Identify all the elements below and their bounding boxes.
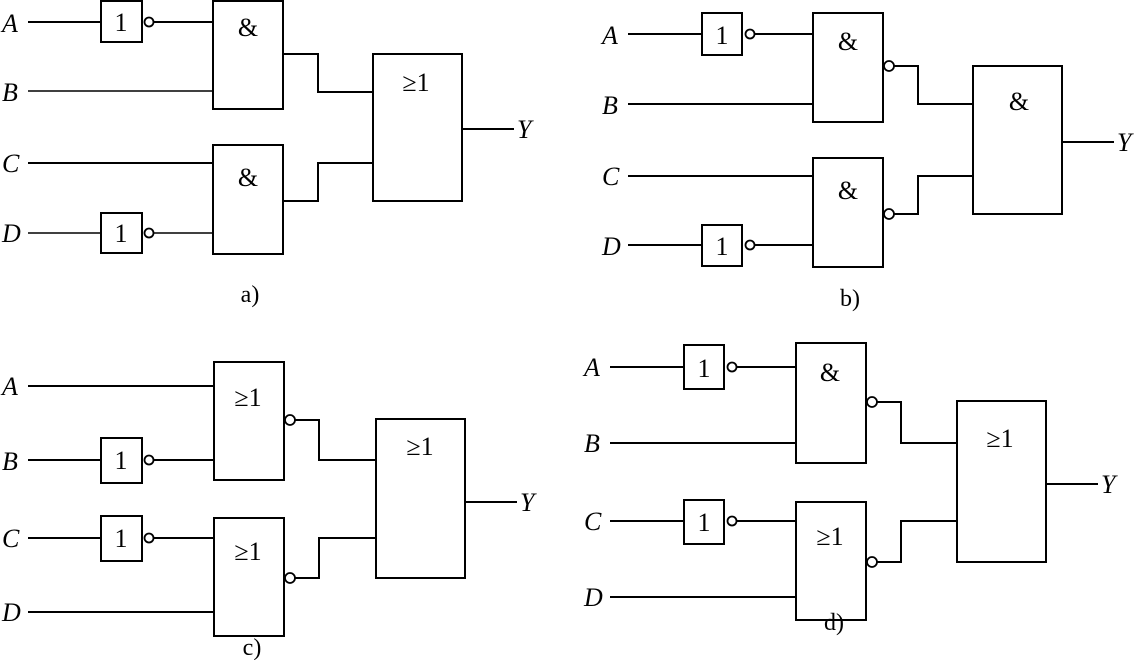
or-gate-final xyxy=(956,400,1047,563)
inversion-bubble xyxy=(284,414,296,426)
wire-gate2-to-or xyxy=(877,520,957,563)
inversion-bubble xyxy=(726,515,738,527)
or-gate-final xyxy=(375,418,466,579)
input-label-d: D xyxy=(601,232,621,261)
caption-b: b) xyxy=(840,286,860,312)
nand-gate-1 xyxy=(812,12,884,123)
not-gate-a xyxy=(100,0,143,43)
nor-gate-2 xyxy=(213,517,285,637)
input-label-a: A xyxy=(0,372,18,401)
input-label-d: D xyxy=(1,219,21,248)
and-gate-1-symbol: & xyxy=(238,13,258,42)
inversion-bubble xyxy=(143,16,155,28)
output-label-y: Y xyxy=(517,115,534,144)
not-gate-c-symbol: 1 xyxy=(698,508,711,537)
input-label-b: B xyxy=(602,91,618,120)
wire-gate1-to-or xyxy=(283,53,373,93)
nor-gate-2-symbol: ≥1 xyxy=(816,522,843,551)
not-gate-a-symbol: 1 xyxy=(716,21,729,50)
or-gate-final xyxy=(372,53,463,202)
and-gate-final-symbol: & xyxy=(1009,87,1029,116)
input-label-a: A xyxy=(600,21,618,50)
or-gate-final-symbol: ≥1 xyxy=(406,432,433,461)
inversion-bubble xyxy=(284,572,296,584)
inversion-bubble xyxy=(883,60,895,72)
inversion-bubble xyxy=(866,556,878,568)
not-gate-c xyxy=(100,515,143,562)
caption-c: c) xyxy=(243,635,262,660)
wire-gate1-to-and xyxy=(894,65,973,105)
nor-gate-1-symbol: ≥1 xyxy=(234,383,261,412)
and-gate-2 xyxy=(212,144,284,255)
input-label-d: D xyxy=(1,598,21,627)
not-gate-d-symbol: 1 xyxy=(716,232,729,261)
not-gate-d-symbol: 1 xyxy=(115,219,128,248)
not-gate-b-symbol: 1 xyxy=(115,446,128,475)
inversion-bubble xyxy=(744,28,756,40)
input-label-c: C xyxy=(2,524,20,553)
wire-gate2-to-or xyxy=(283,162,373,202)
input-label-a: A xyxy=(582,353,600,382)
nor-gate-2-symbol: ≥1 xyxy=(234,537,261,566)
nand-gate-1 xyxy=(795,342,867,464)
inversion-bubble xyxy=(866,396,878,408)
and-gate-2-symbol: & xyxy=(238,163,258,192)
nand-gate-1-symbol: & xyxy=(838,27,858,56)
not-gate-a xyxy=(701,12,743,56)
not-gate-b xyxy=(100,437,143,484)
not-gate-a-symbol: 1 xyxy=(698,354,711,383)
circuit-d: A B C D 1 & 1 ≥1 ≥1 Y d) xyxy=(582,342,1118,636)
input-label-c: C xyxy=(584,507,602,536)
inversion-bubble xyxy=(143,454,155,466)
circuit-a: A B C D 1 & 1 & ≥1 Y a) xyxy=(0,0,534,308)
input-label-c: C xyxy=(602,162,620,191)
nand-gate-1-symbol: & xyxy=(820,358,840,387)
nor-gate-2 xyxy=(795,501,867,621)
input-label-d: D xyxy=(583,583,603,612)
output-label-y: Y xyxy=(1101,470,1118,499)
circuit-c: A B C D 1 ≥1 1 ≥1 ≥1 Y c) xyxy=(0,361,537,660)
wire-gate1-to-or xyxy=(877,401,957,444)
inversion-bubble xyxy=(726,361,738,373)
nand-gate-2-symbol: & xyxy=(838,176,858,205)
inversion-bubble xyxy=(143,227,155,239)
and-gate-final xyxy=(972,65,1063,215)
not-gate-c-symbol: 1 xyxy=(115,524,128,553)
wire-gate2-to-and xyxy=(894,175,973,215)
or-gate-final-symbol: ≥1 xyxy=(402,68,429,97)
input-label-b: B xyxy=(2,447,18,476)
output-label-y: Y xyxy=(1117,128,1134,157)
circuit-b: A B C D 1 & 1 & & Y b) xyxy=(600,12,1134,312)
caption-d: d) xyxy=(824,610,844,636)
input-label-c: C xyxy=(2,149,20,178)
inversion-bubble xyxy=(744,239,756,251)
not-gate-c xyxy=(683,499,725,545)
inversion-bubble xyxy=(883,208,895,220)
nand-gate-2 xyxy=(812,157,884,268)
or-gate-final-symbol: ≥1 xyxy=(986,424,1013,453)
nor-gate-1 xyxy=(213,361,285,481)
output-label-y: Y xyxy=(520,488,537,517)
not-gate-d xyxy=(701,224,743,267)
wire-gate1-to-or xyxy=(295,419,376,461)
wire-gate2-to-or xyxy=(295,537,376,579)
inversion-bubble xyxy=(143,532,155,544)
not-gate-a-symbol: 1 xyxy=(115,8,128,37)
and-gate-1 xyxy=(212,0,284,110)
not-gate-a xyxy=(683,344,725,390)
not-gate-d xyxy=(100,212,143,254)
caption-a: a) xyxy=(241,282,260,308)
input-label-b: B xyxy=(584,429,600,458)
input-label-b: B xyxy=(2,78,18,107)
input-label-a: A xyxy=(0,9,18,38)
